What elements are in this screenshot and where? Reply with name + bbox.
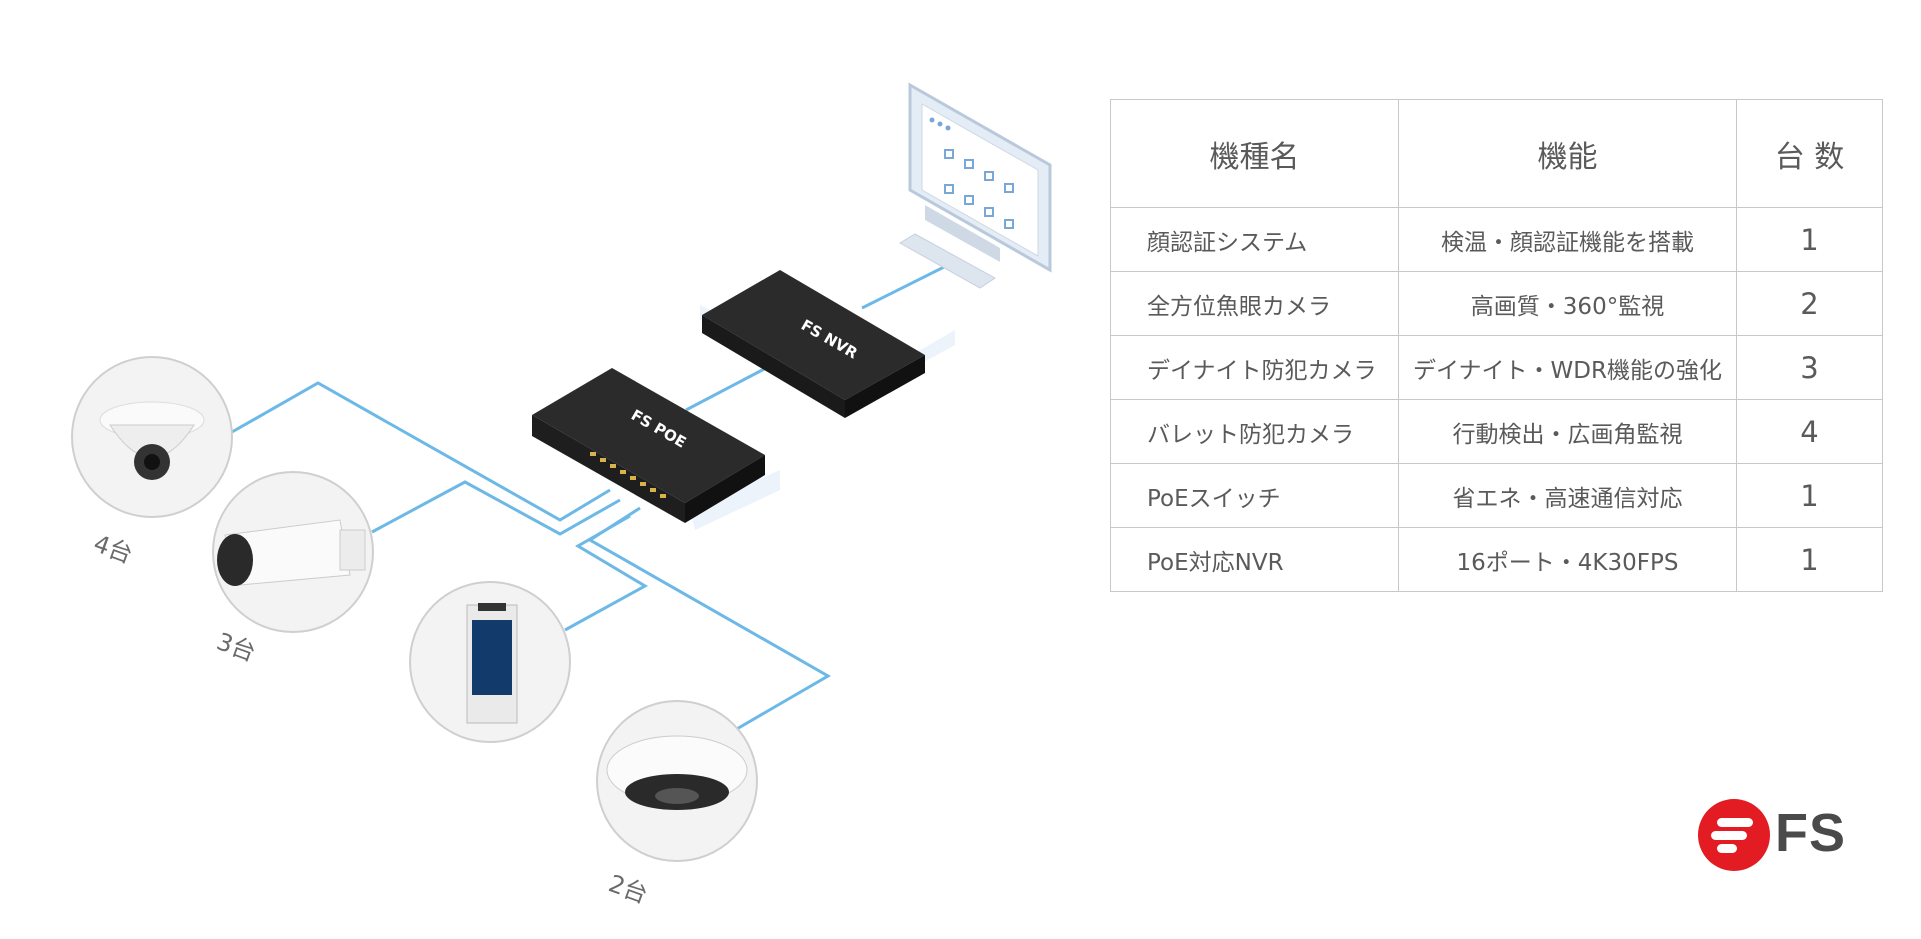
table-row: 顔認証システム 検温・顔認証機能を搭載 1 [1110, 207, 1883, 272]
table-row: PoE対応NVR 16ポート・4K30FPS 1 [1110, 527, 1883, 592]
cell-function: 行動検出・広画角監視 [1398, 399, 1737, 464]
cell-name: 全方位魚眼カメラ [1110, 271, 1399, 336]
line-monitor-nvr [861, 258, 959, 310]
face-recognition-terminal [409, 581, 571, 743]
cell-count: 2 [1736, 271, 1883, 336]
fs-logo-icon [1698, 799, 1770, 871]
nvr-device: FS NVR [700, 270, 955, 418]
line-nvr-switch [685, 365, 769, 412]
cell-function: 16ポート・4K30FPS [1398, 527, 1737, 592]
cell-function: 省エネ・高速通信対応 [1398, 463, 1737, 528]
cell-function: 高画質・360°監視 [1398, 271, 1737, 336]
count-label-bullet: 3台 [213, 627, 259, 667]
cell-name: デイナイト防犯カメラ [1110, 335, 1399, 400]
line-face-terminal [564, 514, 649, 632]
cell-name: PoEスイッチ [1110, 463, 1399, 528]
fs-logo-text: FS [1775, 803, 1847, 863]
cell-function: デイナイト・WDR機能の強化 [1398, 335, 1737, 400]
cell-count: 3 [1736, 335, 1883, 400]
line-fisheye-camera [587, 506, 832, 732]
cell-count: 4 [1736, 399, 1883, 464]
spec-table: 機種名 機能 台 数 顔認証システム 検温・顔認証機能を搭載 1 全方位魚眼カメ… [1110, 99, 1883, 592]
monitor-icon [899, 82, 1052, 289]
network-diagram: FS NVR FS POE [71, 82, 1052, 909]
header-count: 台 数 [1736, 99, 1883, 208]
line-bullet-camera [371, 480, 621, 536]
cell-count: 1 [1736, 527, 1883, 592]
cell-name: 顔認証システム [1110, 207, 1399, 272]
fisheye-camera [596, 700, 758, 862]
header-function: 機能 [1398, 99, 1737, 208]
count-label-fisheye: 2台 [605, 869, 651, 909]
cell-count: 1 [1736, 463, 1883, 528]
table-row: バレット防犯カメラ 行動検出・広画角監視 4 [1110, 399, 1883, 464]
bullet-camera [212, 471, 374, 633]
connection-lines [231, 258, 959, 732]
cell-name: バレット防犯カメラ [1110, 399, 1399, 464]
dome-camera [71, 356, 233, 518]
table-header-row: 機種名 機能 台 数 [1110, 99, 1883, 208]
fs-logo: FS [1697, 798, 1857, 878]
table-row: PoEスイッチ 省エネ・高速通信対応 1 [1110, 463, 1883, 528]
table-row: 全方位魚眼カメラ 高画質・360°監視 2 [1110, 271, 1883, 336]
line-dome-camera [231, 381, 611, 522]
cell-name: PoE対応NVR [1110, 527, 1399, 592]
table-row: デイナイト防犯カメラ デイナイト・WDR機能の強化 3 [1110, 335, 1883, 400]
poe-switch-device: FS POE [532, 368, 780, 530]
cell-count: 1 [1736, 207, 1883, 272]
count-label-dome: 4台 [90, 529, 136, 569]
header-model: 機種名 [1110, 99, 1399, 208]
cell-function: 検温・顔認証機能を搭載 [1398, 207, 1737, 272]
